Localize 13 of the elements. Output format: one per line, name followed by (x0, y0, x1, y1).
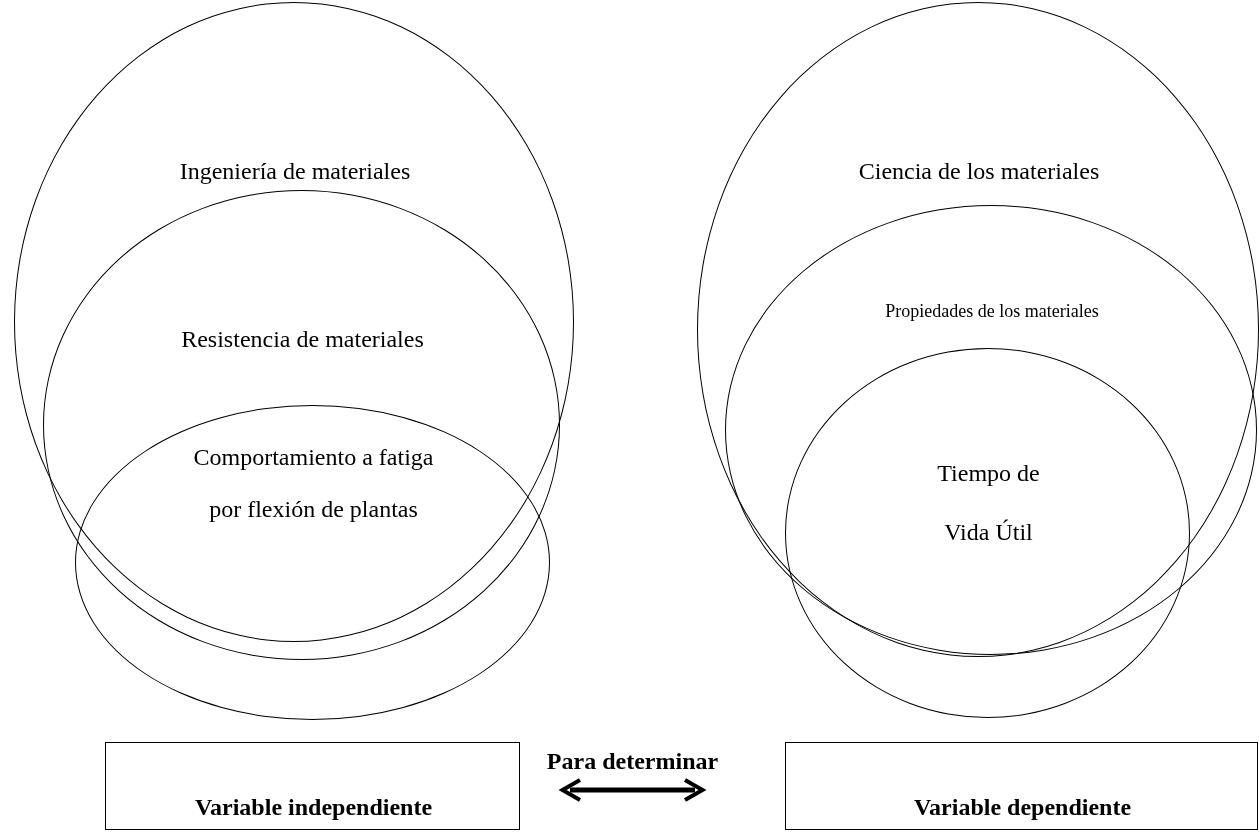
ellipse-label: Resistencia de materiales (180, 325, 425, 354)
box-label: Variable independiente (193, 793, 434, 822)
box-label: Variable dependiente (912, 793, 1133, 822)
ellipse (75, 405, 550, 720)
ellipse-label: Ciencia de los materiales (857, 157, 1101, 186)
ellipse-label: Comportamiento a fatiga por flexión de plantas (192, 443, 435, 524)
text-box (105, 742, 520, 830)
text-box (785, 742, 1258, 830)
double-arrow (560, 778, 705, 802)
ellipse-label: Ingeniería de materiales (178, 157, 412, 186)
ellipse-label: Propiedades de los materiales (884, 300, 1100, 323)
ellipse (697, 2, 1259, 657)
ellipse-label: Tiempo de Vida Útil (936, 459, 1041, 547)
